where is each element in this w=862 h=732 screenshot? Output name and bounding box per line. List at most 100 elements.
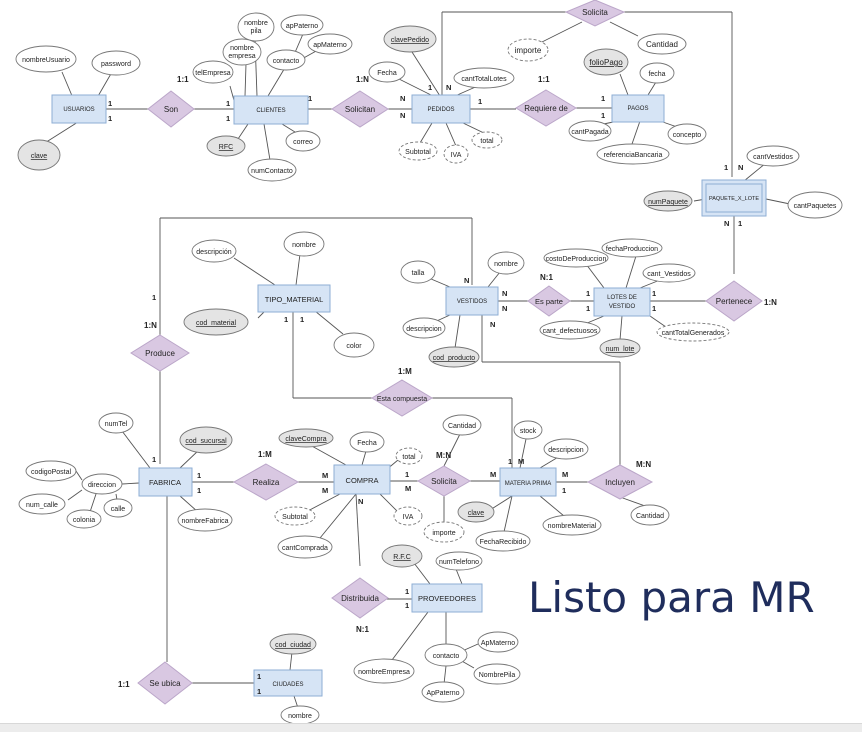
rel-produce[interactable]: Produce [130,334,190,372]
attr-color[interactable]: color [333,332,375,358]
rel-es-parte[interactable]: Es parte [527,285,571,317]
attr-numTel[interactable]: numTel [98,412,134,434]
attr-fechaRecibido[interactable]: FechaRecibido [475,530,531,552]
attr-num-calle[interactable]: num_calle [18,493,66,515]
attr-fecha-pedido[interactable]: Fecha [368,61,406,83]
attr-direccion[interactable]: direccion [81,473,123,495]
attr-cant-defectuosos[interactable]: cant_defectuosos [539,320,601,340]
attr-concepto[interactable]: concepto [667,123,707,145]
attr-importe-mid[interactable]: importe [423,521,465,543]
attr-fechaProduccion[interactable]: fechaProduccion [601,238,663,258]
attr-importe-top[interactable]: importe [507,38,549,62]
attr-nombre-tm[interactable]: nombre [283,231,325,257]
attr-descripcion-mp[interactable]: descripcion [543,438,589,460]
attr-cantVestidos[interactable]: cantVestidos [746,145,800,167]
rel-pertenece[interactable]: Pertenece [705,280,763,322]
attr-contacto-cliente[interactable]: contacto [266,49,306,71]
entity-compra[interactable]: COMPRA [333,464,391,495]
attr-cantidad-mid[interactable]: Cantidad [442,414,482,436]
attr-nombrePila-proveedor[interactable]: NombrePila [473,663,521,685]
entity-lotes-de-vestido[interactable]: LOTES DE VESTIDO [593,287,651,317]
attr-numContacto[interactable]: numContacto [247,158,297,182]
attr-cantPagada[interactable]: cantPagada [568,120,612,142]
attr-nombre-pila[interactable]: nombre pila [237,12,275,42]
rel-incluyen[interactable]: Incluyen [586,464,654,500]
entity-usuarios[interactable]: USUARIOS [51,94,107,124]
entity-ciudades[interactable]: CIUDADES [253,669,323,697]
entity-vestidos[interactable]: VESTIDOS [445,286,499,316]
attr-referenciaBancaria[interactable]: referenciaBancaria [596,143,670,165]
attr-correo[interactable]: correo [285,130,321,152]
attr-folioPago[interactable]: folioPago [583,48,629,76]
attr-iva-pedido[interactable]: IVA [443,144,469,164]
rel-se-ubica[interactable]: Se ubica [137,661,193,705]
attr-num-lote[interactable]: num_lote [599,338,641,358]
attr-apPaterno-proveedor[interactable]: ApPaterno [421,681,465,703]
rel-solicitan[interactable]: Solicitan [331,90,389,128]
attr-subtotal-pedido[interactable]: Subtotal [398,141,438,161]
attr-nombreUsuario[interactable]: nombreUsuario [15,45,77,73]
rel-realiza[interactable]: Realiza [232,463,300,501]
attr-nombre-ciudad[interactable]: nombre [280,705,320,725]
attr-nombreFabrica[interactable]: nombreFabrica [177,508,233,532]
attr-cantTotalLotes[interactable]: cantTotalLotes [453,67,515,89]
attr-calle[interactable]: calle [103,498,133,518]
attr-telEmpresa[interactable]: telEmpresa [192,60,234,84]
entity-tipo-material[interactable]: TIPO_MATERIAL [257,284,331,313]
attr-apMaterno[interactable]: apMaterno [307,33,353,55]
entity-fabrica[interactable]: FABRICA [138,467,193,497]
attr-nombreEmpresa-proveedor[interactable]: nombreEmpresa [353,658,415,684]
attr-colonia[interactable]: colonia [66,509,102,529]
attr-fecha-pago[interactable]: fecha [639,62,675,84]
attr-clave-mp[interactable]: clave [457,501,495,523]
attr-codigoPostal[interactable]: codigoPostal [25,460,77,482]
attr-cantPaquetes[interactable]: cantPaquetes [787,191,843,219]
attr-claveCompra[interactable]: claveCompra [278,428,334,448]
card-lotes-pertenece-2: 1 [652,304,656,313]
attr-cantidad-top[interactable]: Cantidad [637,33,687,55]
attr-clave-usuario[interactable]: clave [17,139,61,171]
attr-cod-ciudad[interactable]: cod_ciudad [269,633,317,655]
entity-proveedores[interactable]: PROVEEDORES [411,583,483,613]
rel-son[interactable]: Son [147,90,195,128]
entity-materia-prima[interactable]: MATERIA PRIMA [499,467,557,497]
attr-cant-vestidos-lote[interactable]: cant_Vestidos [642,263,696,283]
attr-stock[interactable]: stock [513,420,543,440]
attr-nombre-vestido[interactable]: nombre [487,251,525,275]
attr-fecha-compra[interactable]: Fecha [349,431,385,453]
entity-paquete-x-lote[interactable]: PAQUETE_X_LOTE [701,179,767,217]
attr-subtotal-compra[interactable]: Subtotal [274,506,316,526]
attr-cantTotalGenerados[interactable]: cantTotalGenerados [656,322,730,342]
attr-nombre-empresa[interactable]: nombre empresa [222,38,262,66]
attr-cantComprada[interactable]: cantComprada [277,535,333,559]
attr-cantidad-incluyen[interactable]: Cantidad [630,504,670,526]
attr-apMaterno-proveedor[interactable]: ApMaterno [477,631,519,653]
entity-pagos[interactable]: PAGOS [611,94,665,123]
attr-iva-compra[interactable]: IVA [393,506,423,526]
attr-total-pedido[interactable]: total [471,131,503,149]
attr-descripcion-tm[interactable]: descripción [191,239,237,263]
attr-clavePedido[interactable]: clavePedido [383,25,437,53]
rel-requiere-de[interactable]: Requiere de [515,89,577,127]
attr-rfc-proveedor[interactable]: R.F.C [381,544,423,568]
attr-cod-sucursal[interactable]: cod_sucursal [179,426,233,454]
entity-pedidos[interactable]: PEDIDOS [411,94,471,124]
attr-contacto-proveedor[interactable]: contacto [424,643,468,667]
entity-clientes[interactable]: CLIENTES [233,95,309,125]
rel-esta-compuesta[interactable]: Esta compuesta [371,379,433,417]
attr-password[interactable]: password [91,50,141,76]
attr-numPaquete[interactable]: numPaquete [643,190,693,212]
attr-talla[interactable]: talla [400,260,436,284]
attr-cod-producto[interactable]: cod_producto [428,346,480,368]
attr-nombreMaterial[interactable]: nombreMaterial [542,514,602,536]
attr-numTelefono[interactable]: numTelefono [435,551,483,571]
rel-solicita-mid[interactable]: Solicita [416,465,472,497]
attr-cod-material[interactable]: cod_material [183,308,249,336]
attr-apPaterno[interactable]: apPaterno [280,14,324,36]
rel-solicita-top[interactable]: Solicita [564,0,626,27]
attr-rfc[interactable]: RFC [206,135,246,157]
attr-costoDeProduccion[interactable]: costoDeProduccion [543,248,609,268]
rel-distribuida[interactable]: Distribuida [331,577,389,619]
attr-total-compra[interactable]: total [395,447,423,465]
attr-descripcion-vestido[interactable]: descripcion [402,317,446,339]
